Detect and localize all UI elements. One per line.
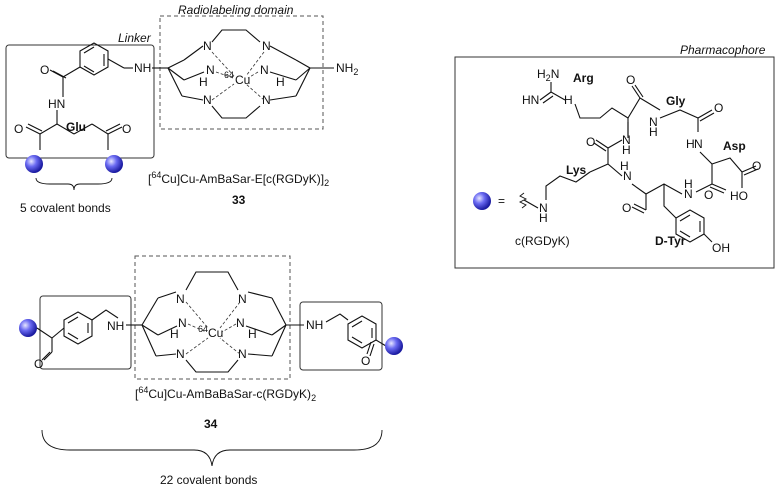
rgd-name: c(RGDyK) (515, 234, 570, 248)
asp-hn: H (686, 137, 695, 151)
cage-n-bottom-right: N (262, 93, 271, 107)
lys-carbonyl-o: O (586, 135, 595, 149)
rgd-sphere-33-right (105, 155, 123, 173)
copper-34: Cu (208, 326, 223, 340)
dtyr-label: D-Tyr (655, 234, 686, 248)
cage34-h-right: H (248, 327, 257, 341)
compound-34-name: [64Cu]Cu-AmBaBaSar-c(RGDyK)2 (135, 385, 316, 403)
cage-n-mid-right: N (260, 63, 269, 77)
equals-sign: = (498, 194, 505, 208)
copper-33: Cu (235, 73, 250, 87)
lys-nh: N (623, 169, 632, 183)
left-nh-34: NH (107, 319, 124, 333)
compound-33-group: Linker Radiolabeling domain O NH HN (5, 3, 358, 215)
compound-33-number: 33 (232, 193, 246, 207)
cage-n-top-right: N (262, 39, 271, 53)
asp-label: Asp (723, 139, 746, 153)
gly-label: Gly (666, 94, 686, 108)
cu-isotope-33: 64 (224, 70, 234, 80)
gly-nh: N (649, 115, 658, 129)
asp-n: N (694, 137, 703, 151)
cage-h-left: H (199, 75, 208, 89)
bond-bracket-34 (41, 429, 383, 467)
arg-h2n: H2N (537, 67, 559, 83)
amine-nh2-33: NH2 (336, 61, 358, 77)
pharmacophore-box (454, 56, 775, 269)
gly-h: H (649, 125, 658, 139)
cage34-n-top-right: N (238, 292, 247, 306)
cage-h-right: H (276, 75, 285, 89)
amide-nh-33: HN (48, 97, 65, 111)
left-carbonyl-o-34: O (34, 357, 43, 371)
radiolabeling-domain-box (159, 15, 324, 130)
tyr-h: H (684, 177, 693, 191)
sarcophagine-cage-33: N N N H N H 64 Cu N N NH2 (167, 29, 358, 119)
rgd-sphere-legend (473, 192, 491, 210)
linker-nh-33: NH (134, 61, 151, 75)
compound-34-number: 34 (204, 417, 218, 431)
cu-isotope-34: 64 (198, 324, 208, 334)
right-nh-34: NH (306, 318, 323, 332)
rgd-sphere-34-right (385, 337, 403, 355)
lys-epsilon-h: H (539, 211, 548, 225)
glu-label: Glu (66, 120, 86, 134)
rgd-sphere-33-left (25, 155, 43, 173)
arg-hn: HN (522, 93, 539, 107)
arg-nh-ring: N (622, 133, 631, 147)
cage-n-top-left: N (203, 39, 212, 53)
glu-oxygen-1: O (14, 122, 23, 136)
arg-label: Arg (573, 71, 594, 85)
right-carbonyl-o-34: O (361, 354, 370, 368)
pharmacophore-label: Pharmacophore (680, 43, 766, 57)
tyr-nh: N (684, 187, 693, 201)
compound-33-name: [64Cu]Cu-AmBaSar-E[c(RGDyK)]2 (148, 170, 329, 188)
tyr-carbonyl-o: O (622, 201, 631, 215)
lys-epsilon-nh: N (539, 201, 548, 215)
pharmacophore-group: Pharmacophore H2N HN H Arg O N H Gly O H… (454, 43, 775, 269)
sarcophagine-cage-34: N N N H N H 64 Cu N N (141, 271, 304, 373)
right-linker-box-34 (299, 301, 383, 371)
arg-carbonyl-o: O (626, 73, 635, 87)
arg-guanidine-n: H (564, 93, 573, 107)
lys-h: H (620, 159, 629, 173)
left-linker-box-34 (39, 295, 132, 370)
cage34-h-left: H (170, 327, 179, 341)
arg-nh-ring-h: H (622, 143, 631, 157)
rgd-sphere-34-left (19, 319, 37, 337)
bond-count-33: 5 covalent bonds (20, 201, 111, 215)
asp-acid-ho: HO (730, 189, 748, 203)
cage34-n-bottom-left: N (176, 347, 185, 361)
cage-nh-left: N (206, 63, 215, 77)
compound-34-group: O NH N N N H N H 64 Cu N N (19, 255, 403, 487)
glu-oxygen-2: O (122, 122, 131, 136)
bond-count-34: 22 covalent bonds (160, 473, 257, 487)
bond-bracket-33 (35, 177, 113, 191)
cage-n-bottom-left: N (203, 93, 212, 107)
tyr-oh: OH (712, 241, 730, 255)
asp-acid-o: O (752, 159, 761, 173)
benzamide-linker-33: O NH HN O O Glu (14, 42, 168, 150)
cage34-nh-left: N (178, 316, 187, 330)
radiolabeling-domain-label: Radiolabeling domain (178, 3, 294, 17)
linker-label: Linker (118, 31, 152, 45)
amide-oxygen-33: O (40, 63, 49, 77)
cage-box-34 (134, 255, 291, 380)
gly-carbonyl-o: O (714, 101, 723, 115)
cage34-n-top-left: N (176, 292, 185, 306)
cage34-n-bottom-right: N (238, 347, 247, 361)
asp-carbonyl-o: O (704, 188, 713, 202)
cage34-n-mid-right: N (236, 316, 245, 330)
linker-box (5, 44, 155, 159)
lys-label: Lys (566, 163, 587, 177)
